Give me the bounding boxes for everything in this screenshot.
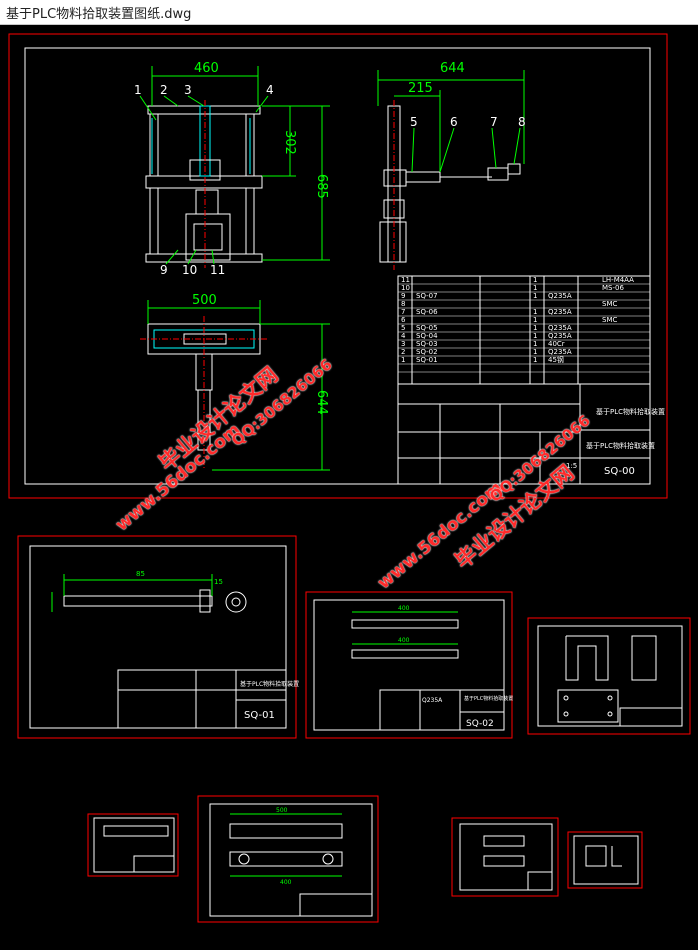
bom-cell-mat: 40Cr: [548, 340, 565, 348]
bom-cell-code: SQ-01: [416, 356, 438, 364]
dimension-labels: 460 644 215 500 302 685 644: [192, 61, 465, 415]
bom-cell-qty: 1: [533, 316, 537, 324]
svg-text:5: 5: [410, 115, 418, 129]
bom-cell-note: SMC: [602, 316, 617, 324]
bom-cell-mat: Q235A: [548, 324, 572, 332]
bom-cell-qty: 1: [533, 276, 537, 284]
svg-text:6: 6: [450, 115, 458, 129]
title-block-drawing-no: SQ-00: [604, 466, 635, 477]
sheet-4: [87, 813, 179, 877]
svg-text:9: 9: [160, 263, 168, 277]
svg-text:7: 7: [490, 115, 498, 129]
bom-cell-no: 2: [401, 348, 405, 356]
bom-cell-mat: Q235A: [548, 292, 572, 300]
sheet-sq01: 85 15 基于PLC物料拾取装置 SQ-01: [17, 535, 299, 739]
plan-view: [140, 316, 268, 468]
bom-cell-qty: 1: [533, 348, 537, 356]
svg-text:10: 10: [182, 263, 197, 277]
side-view: [379, 100, 521, 270]
title-block-scale: 1:5: [566, 462, 577, 470]
bom-cell-no: 10: [401, 284, 410, 292]
svg-text:85: 85: [136, 570, 145, 578]
dim-685: 685: [314, 174, 329, 199]
bom-cell-code: SQ-02: [416, 348, 438, 356]
bom-cell-no: 8: [401, 300, 405, 308]
bom-cell-no: 7: [401, 308, 405, 316]
bom-cell-note: LH-M4AA: [602, 276, 634, 284]
bom-cell-qty: 1: [533, 308, 537, 316]
bom-cell-no: 5: [401, 324, 405, 332]
bom-cell-note: MS-06: [602, 284, 624, 292]
svg-text:2: 2: [160, 83, 168, 97]
dim-644-plan: 644: [314, 390, 329, 415]
svg-text:基于PLC物料拾取装置: 基于PLC物料拾取装置: [240, 680, 299, 688]
bom-cell-mat: Q235A: [548, 332, 572, 340]
bom-cell-qty: 1: [533, 284, 537, 292]
bom-table: [397, 275, 651, 485]
svg-text:SQ-01: SQ-01: [244, 710, 275, 721]
bom-cell-code: SQ-03: [416, 340, 438, 348]
sheet-3: [527, 617, 691, 735]
svg-text:11: 11: [210, 263, 225, 277]
dim-500: 500: [192, 293, 217, 308]
svg-text:SQ-02: SQ-02: [466, 719, 494, 729]
title-block-name-2: 基于PLC物料拾取装置: [586, 441, 655, 450]
svg-text:1: 1: [134, 83, 142, 97]
bom-cell-no: 6: [401, 316, 406, 324]
bom-cell-note: SMC: [602, 300, 617, 308]
cad-drawing: 460 644 215 500 302 685 644 1 2 3 4 5 6 …: [8, 33, 691, 923]
bom-cell-code: SQ-04: [416, 332, 438, 340]
bom-cell-no: 9: [401, 292, 405, 300]
svg-text:基于PLC物料拾取装置: 基于PLC物料拾取装置: [464, 695, 513, 702]
svg-text:Q235A: Q235A: [422, 697, 443, 704]
bom-cell-code: SQ-07: [416, 292, 438, 300]
bom-cell-mat: 45钢: [548, 355, 564, 364]
dim-644-side: 644: [440, 61, 465, 76]
svg-text:400: 400: [398, 637, 410, 644]
bom-cell-no: 3: [401, 340, 405, 348]
bom-cell-mat: Q235A: [548, 348, 572, 356]
svg-text:500: 500: [276, 807, 288, 814]
svg-text:400: 400: [280, 879, 292, 886]
sheet-7: [567, 831, 643, 889]
bom-cell-code: SQ-05: [416, 324, 438, 332]
bom-cell-code: SQ-06: [416, 308, 438, 316]
svg-text:400: 400: [398, 605, 410, 612]
window-title: 基于PLC物料拾取装置图纸.dwg: [6, 7, 192, 22]
bom-cell-qty: 1: [533, 340, 537, 348]
sheet-6: [451, 817, 559, 897]
bom-cell-qty: 1: [533, 292, 537, 300]
sheet-big-part: 500 400: [197, 795, 379, 923]
front-view: [145, 100, 263, 268]
dim-460: 460: [194, 61, 219, 76]
balloon-labels: 1 2 3 4 5 6 7 8 9 10 11: [134, 83, 526, 277]
bom-cell-no: 1: [401, 356, 405, 364]
bom-cell-qty: 1: [533, 324, 537, 332]
dimensions: [139, 66, 525, 471]
dim-302: 302: [282, 130, 297, 155]
svg-text:8: 8: [518, 115, 526, 129]
bom-cell-qty: 1: [533, 356, 537, 364]
dim-215: 215: [408, 81, 433, 96]
bom-cell-mat: Q235A: [548, 308, 572, 316]
title-block-name: 基于PLC物料拾取装置: [596, 407, 665, 416]
window-titlebar: 基于PLC物料拾取装置图纸.dwg: [0, 0, 698, 25]
bom-cell-no: 4: [401, 332, 406, 340]
svg-text:15: 15: [214, 578, 223, 586]
drawing-canvas[interactable]: 460 644 215 500 302 685 644 1 2 3 4 5 6 …: [0, 24, 698, 950]
bom-cell-qty: 1: [533, 332, 537, 340]
svg-text:3: 3: [184, 83, 192, 97]
svg-text:4: 4: [266, 83, 274, 97]
sheet-sq02: 400 400 Q235A 基于PLC物料拾取装置 SQ-02: [305, 591, 513, 739]
bom-cell-no: 11: [401, 276, 410, 284]
main-sheet: 460 644 215 500 302 685 644 1 2 3 4 5 6 …: [8, 33, 668, 499]
